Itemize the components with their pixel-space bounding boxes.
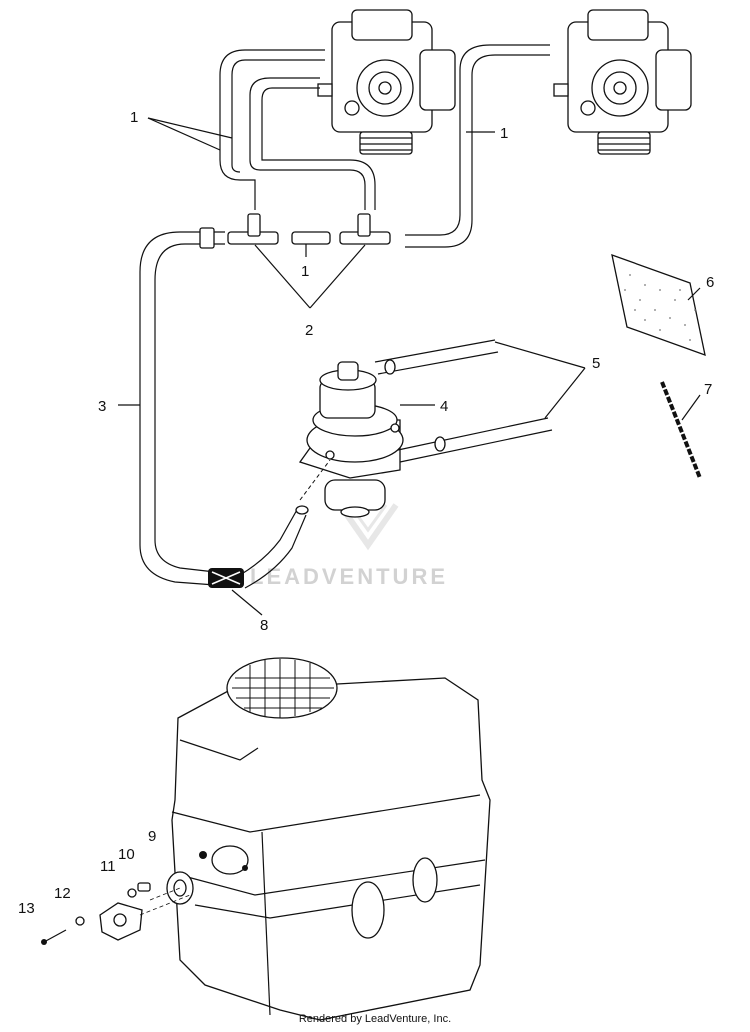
gasket-strip [660, 381, 702, 479]
callout-1b: 1 [500, 125, 508, 142]
callout-5: 5 [592, 355, 600, 372]
hose-clamp [208, 568, 244, 588]
filter-pad [611, 253, 706, 357]
fuel-tank [171, 657, 491, 1021]
callout-9: 9 [148, 828, 156, 845]
callout-12: 12 [54, 885, 71, 902]
callout-7: 7 [704, 381, 712, 398]
callout-13: 13 [18, 900, 35, 917]
fuel-pump-hoses [374, 339, 553, 463]
tank-fitting-parts [41, 871, 194, 945]
callout-1c: 1 [301, 263, 309, 280]
callout-6: 6 [706, 274, 714, 291]
fuel-pump [298, 361, 404, 518]
callout-8: 8 [260, 617, 268, 634]
callout-3: 3 [98, 398, 106, 415]
hose-3 [139, 227, 309, 589]
callout-10: 10 [118, 846, 135, 863]
leader-lines [118, 117, 701, 616]
watermark-text: LEADVENTURE [250, 564, 448, 589]
callout-1a: 1 [130, 109, 138, 126]
carburetor-left [317, 9, 456, 155]
carburetor-right [553, 9, 692, 155]
callout-11: 11 [100, 858, 116, 875]
callout-4: 4 [440, 398, 448, 415]
callout-2: 2 [305, 322, 313, 339]
hose-set [219, 44, 550, 248]
tee-fittings [227, 213, 391, 245]
render-credit: Rendered by LeadVenture, Inc. [298, 1013, 452, 1025]
